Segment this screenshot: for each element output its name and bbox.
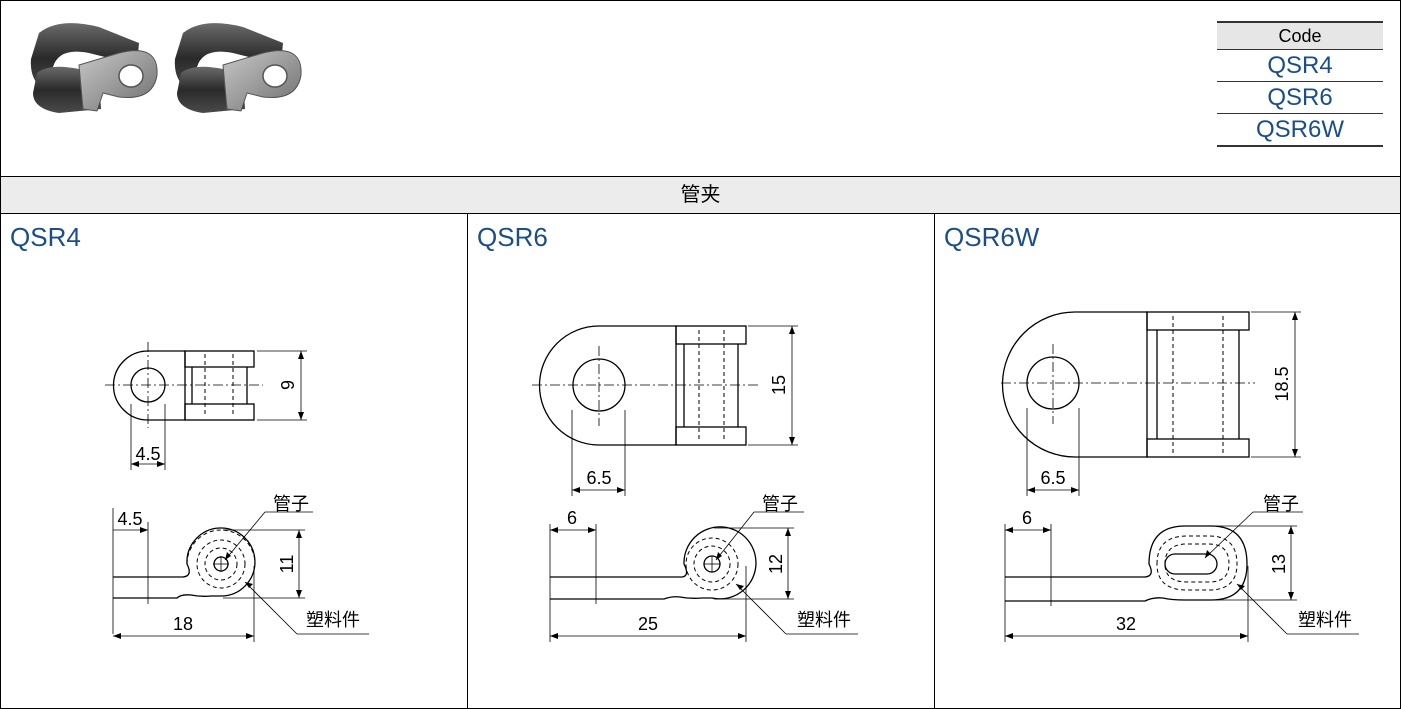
dim-side-offset: 6 [1022, 508, 1032, 528]
dim-side-offset: 4.5 [117, 509, 142, 529]
top-view [1001, 311, 1301, 496]
panel-title: QSR6 [477, 222, 548, 252]
label-tube: 管子 [1263, 494, 1299, 514]
label-tube: 管子 [273, 494, 309, 514]
dim-height: 18.5 [1272, 366, 1292, 401]
drawing-qsr4: 4.5 9 [105, 342, 369, 642]
dim-hole-offset: 6.5 [1040, 468, 1065, 488]
label-plastic-part: 塑料件 [1298, 610, 1352, 630]
dim-height: 9 [278, 380, 298, 390]
dim-hole-offset: 6.5 [586, 468, 611, 488]
label-plastic-part: 塑料件 [797, 610, 851, 630]
code-row: QSR6W [1217, 114, 1383, 147]
side-view [112, 508, 369, 642]
panel-title: QSR6W [944, 222, 1040, 252]
code-table-header: Code [1217, 21, 1383, 50]
top-view [105, 342, 307, 470]
dim-length: 32 [1116, 614, 1136, 634]
dim-hole-offset: 4.5 [135, 444, 160, 464]
code-row: QSR6 [1217, 82, 1383, 114]
dim-side-height: 13 [1269, 554, 1289, 574]
drawing-panel-qsr4: QSR4 4.5 9 [1, 214, 468, 708]
top-view [532, 325, 798, 496]
label-plastic-part: 塑料件 [306, 610, 360, 630]
side-view [1004, 511, 1359, 642]
clamp-photo-1 [30, 23, 158, 113]
drawing-qsr6w: 6.5 18.5 6 13 32 管子 [1001, 311, 1359, 642]
panel-title: QSR4 [10, 222, 81, 252]
drawing-panel-qsr6w: QSR6W 6.5 18.5 [935, 214, 1400, 708]
drawing-qsr6: 6.5 15 6 12 [532, 325, 858, 642]
side-view [549, 511, 858, 642]
dim-length: 25 [638, 614, 658, 634]
dim-height: 15 [769, 375, 789, 395]
product-photo [30, 23, 302, 113]
code-row: QSR4 [1217, 50, 1383, 82]
dim-side-offset: 6 [567, 508, 577, 528]
dim-length: 18 [173, 614, 193, 634]
dim-side-height: 12 [766, 554, 786, 574]
clamp-photo-2 [174, 23, 302, 113]
dim-side-height: 11 [277, 555, 297, 574]
code-table: Code QSR4 QSR6 QSR6W [1217, 21, 1383, 147]
header-area: Code QSR4 QSR6 QSR6W [1, 1, 1400, 176]
label-tube: 管子 [762, 494, 798, 514]
section-title: 管夹 [1, 176, 1400, 214]
drawing-panel-qsr6: QSR6 6.5 15 [468, 214, 935, 708]
